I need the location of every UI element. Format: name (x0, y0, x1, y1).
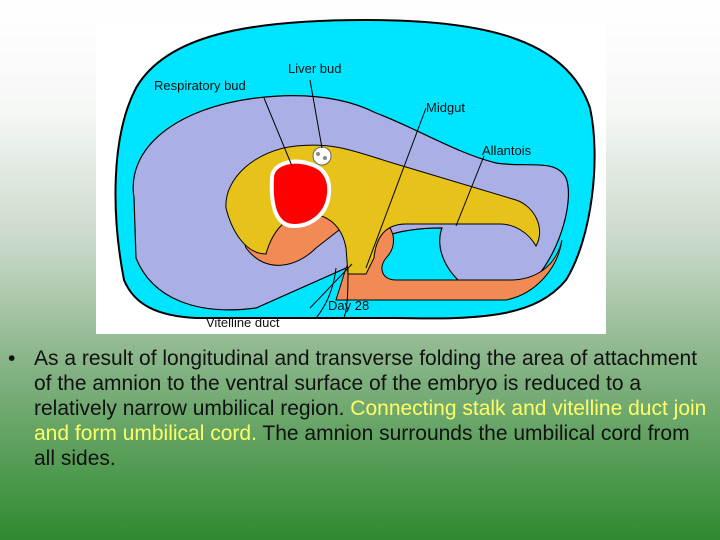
embryo-diagram: Liver bud Respiratory bud Midgut Allanto… (96, 18, 606, 334)
heart-region (269, 159, 332, 229)
label-allantois: Allantois (482, 143, 532, 158)
bullet-paragraph: As a result of longitudinal and transver… (34, 346, 714, 471)
text-part-3: The amnion surrounds the umbilical cord … (34, 422, 690, 470)
liver-bud-dot (316, 152, 320, 156)
label-liver-bud: Liver bud (288, 61, 341, 76)
text-part-2-highlight: Connecting stalk and vitelline duct join… (34, 397, 707, 445)
liver-bud-blob (312, 146, 332, 166)
label-day: Day 28 (328, 298, 369, 313)
text-part-1: As a result of longitudinal and transver… (34, 347, 698, 420)
vitelline-duct-lines (315, 267, 349, 319)
pointer-respiratory-bud (263, 97, 293, 167)
pointer-midgut (365, 107, 427, 269)
slide-body: • As a result of longitudinal and transv… (8, 346, 714, 471)
pointer-liver-bud (309, 79, 323, 149)
liver-bud-dot (323, 156, 327, 160)
bullet-marker: • (8, 347, 16, 370)
label-vitelline-duct: Vitelline duct (206, 315, 280, 330)
embryo-drawing: Liver bud Respiratory bud Midgut Allanto… (114, 18, 596, 330)
pointer-vitelline-duct (309, 263, 353, 309)
pointer-allantois (455, 155, 485, 227)
label-respiratory-bud: Respiratory bud (154, 78, 246, 93)
label-midgut: Midgut (426, 100, 465, 115)
